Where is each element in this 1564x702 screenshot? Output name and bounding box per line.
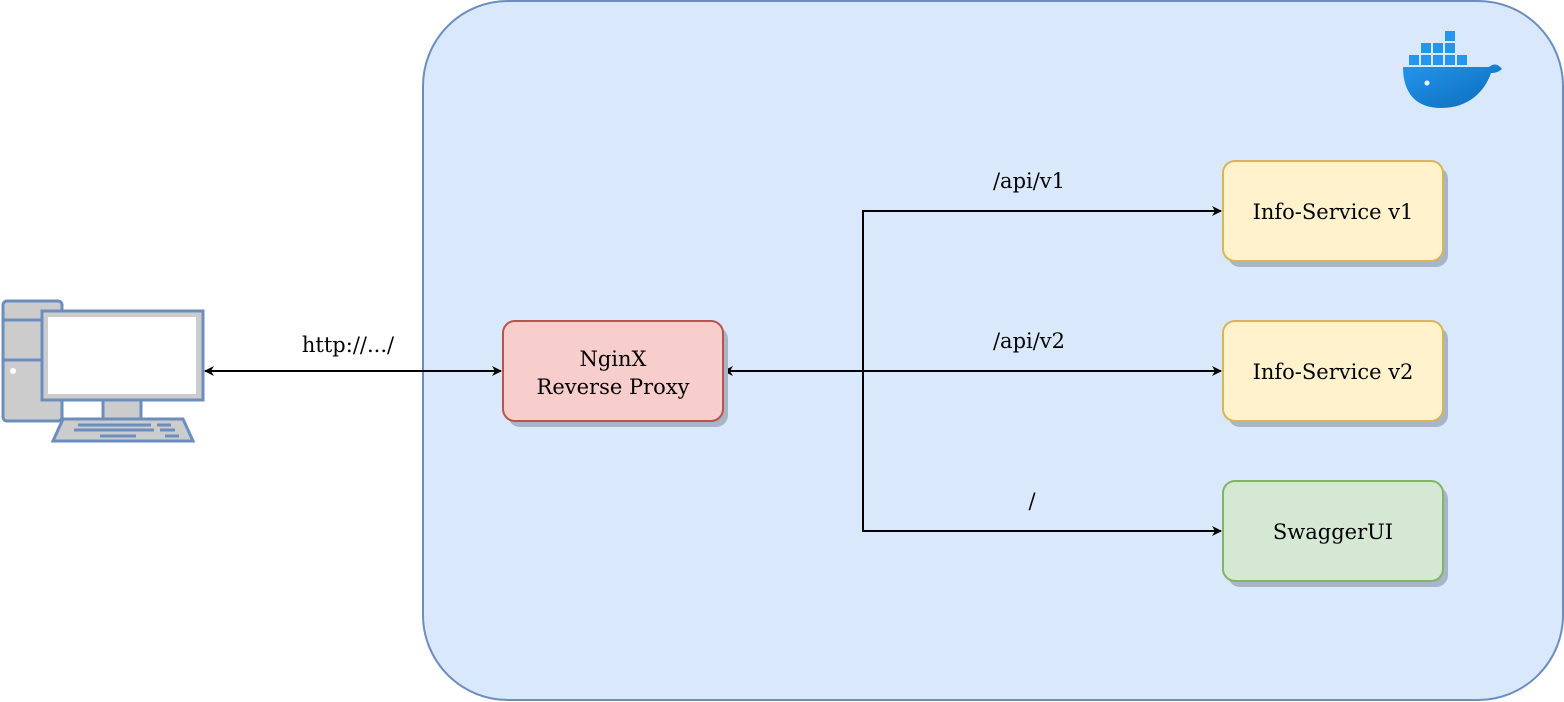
info-service-v2-label: Info-Service v2 — [1253, 360, 1414, 384]
nginx-proxy-node: NginX Reverse Proxy — [502, 320, 728, 427]
route-label-v1: /api/v1 — [993, 169, 1065, 193]
route-connector-swagger — [862, 371, 1222, 536]
info-service-v1-node: Info-Service v1 — [1222, 160, 1448, 267]
route-connector-v1 — [862, 206, 1222, 371]
docker-whale-icon — [1403, 31, 1502, 108]
swagger-ui-node: SwaggerUI — [1222, 480, 1448, 587]
info-service-v2-node: Info-Service v2 — [1222, 320, 1448, 427]
nginx-proxy-label-line2: Reverse Proxy — [537, 375, 690, 399]
info-service-v1-label: Info-Service v1 — [1253, 200, 1414, 224]
route-label-v2: /api/v2 — [993, 329, 1065, 353]
client-link-label: http://.../ — [302, 333, 395, 357]
nginx-proxy-label-line1: NginX — [579, 347, 646, 371]
route-label-swagger: / — [1028, 489, 1036, 513]
desktop-computer-icon — [1, 299, 205, 443]
swagger-ui-label: SwaggerUI — [1273, 520, 1393, 544]
